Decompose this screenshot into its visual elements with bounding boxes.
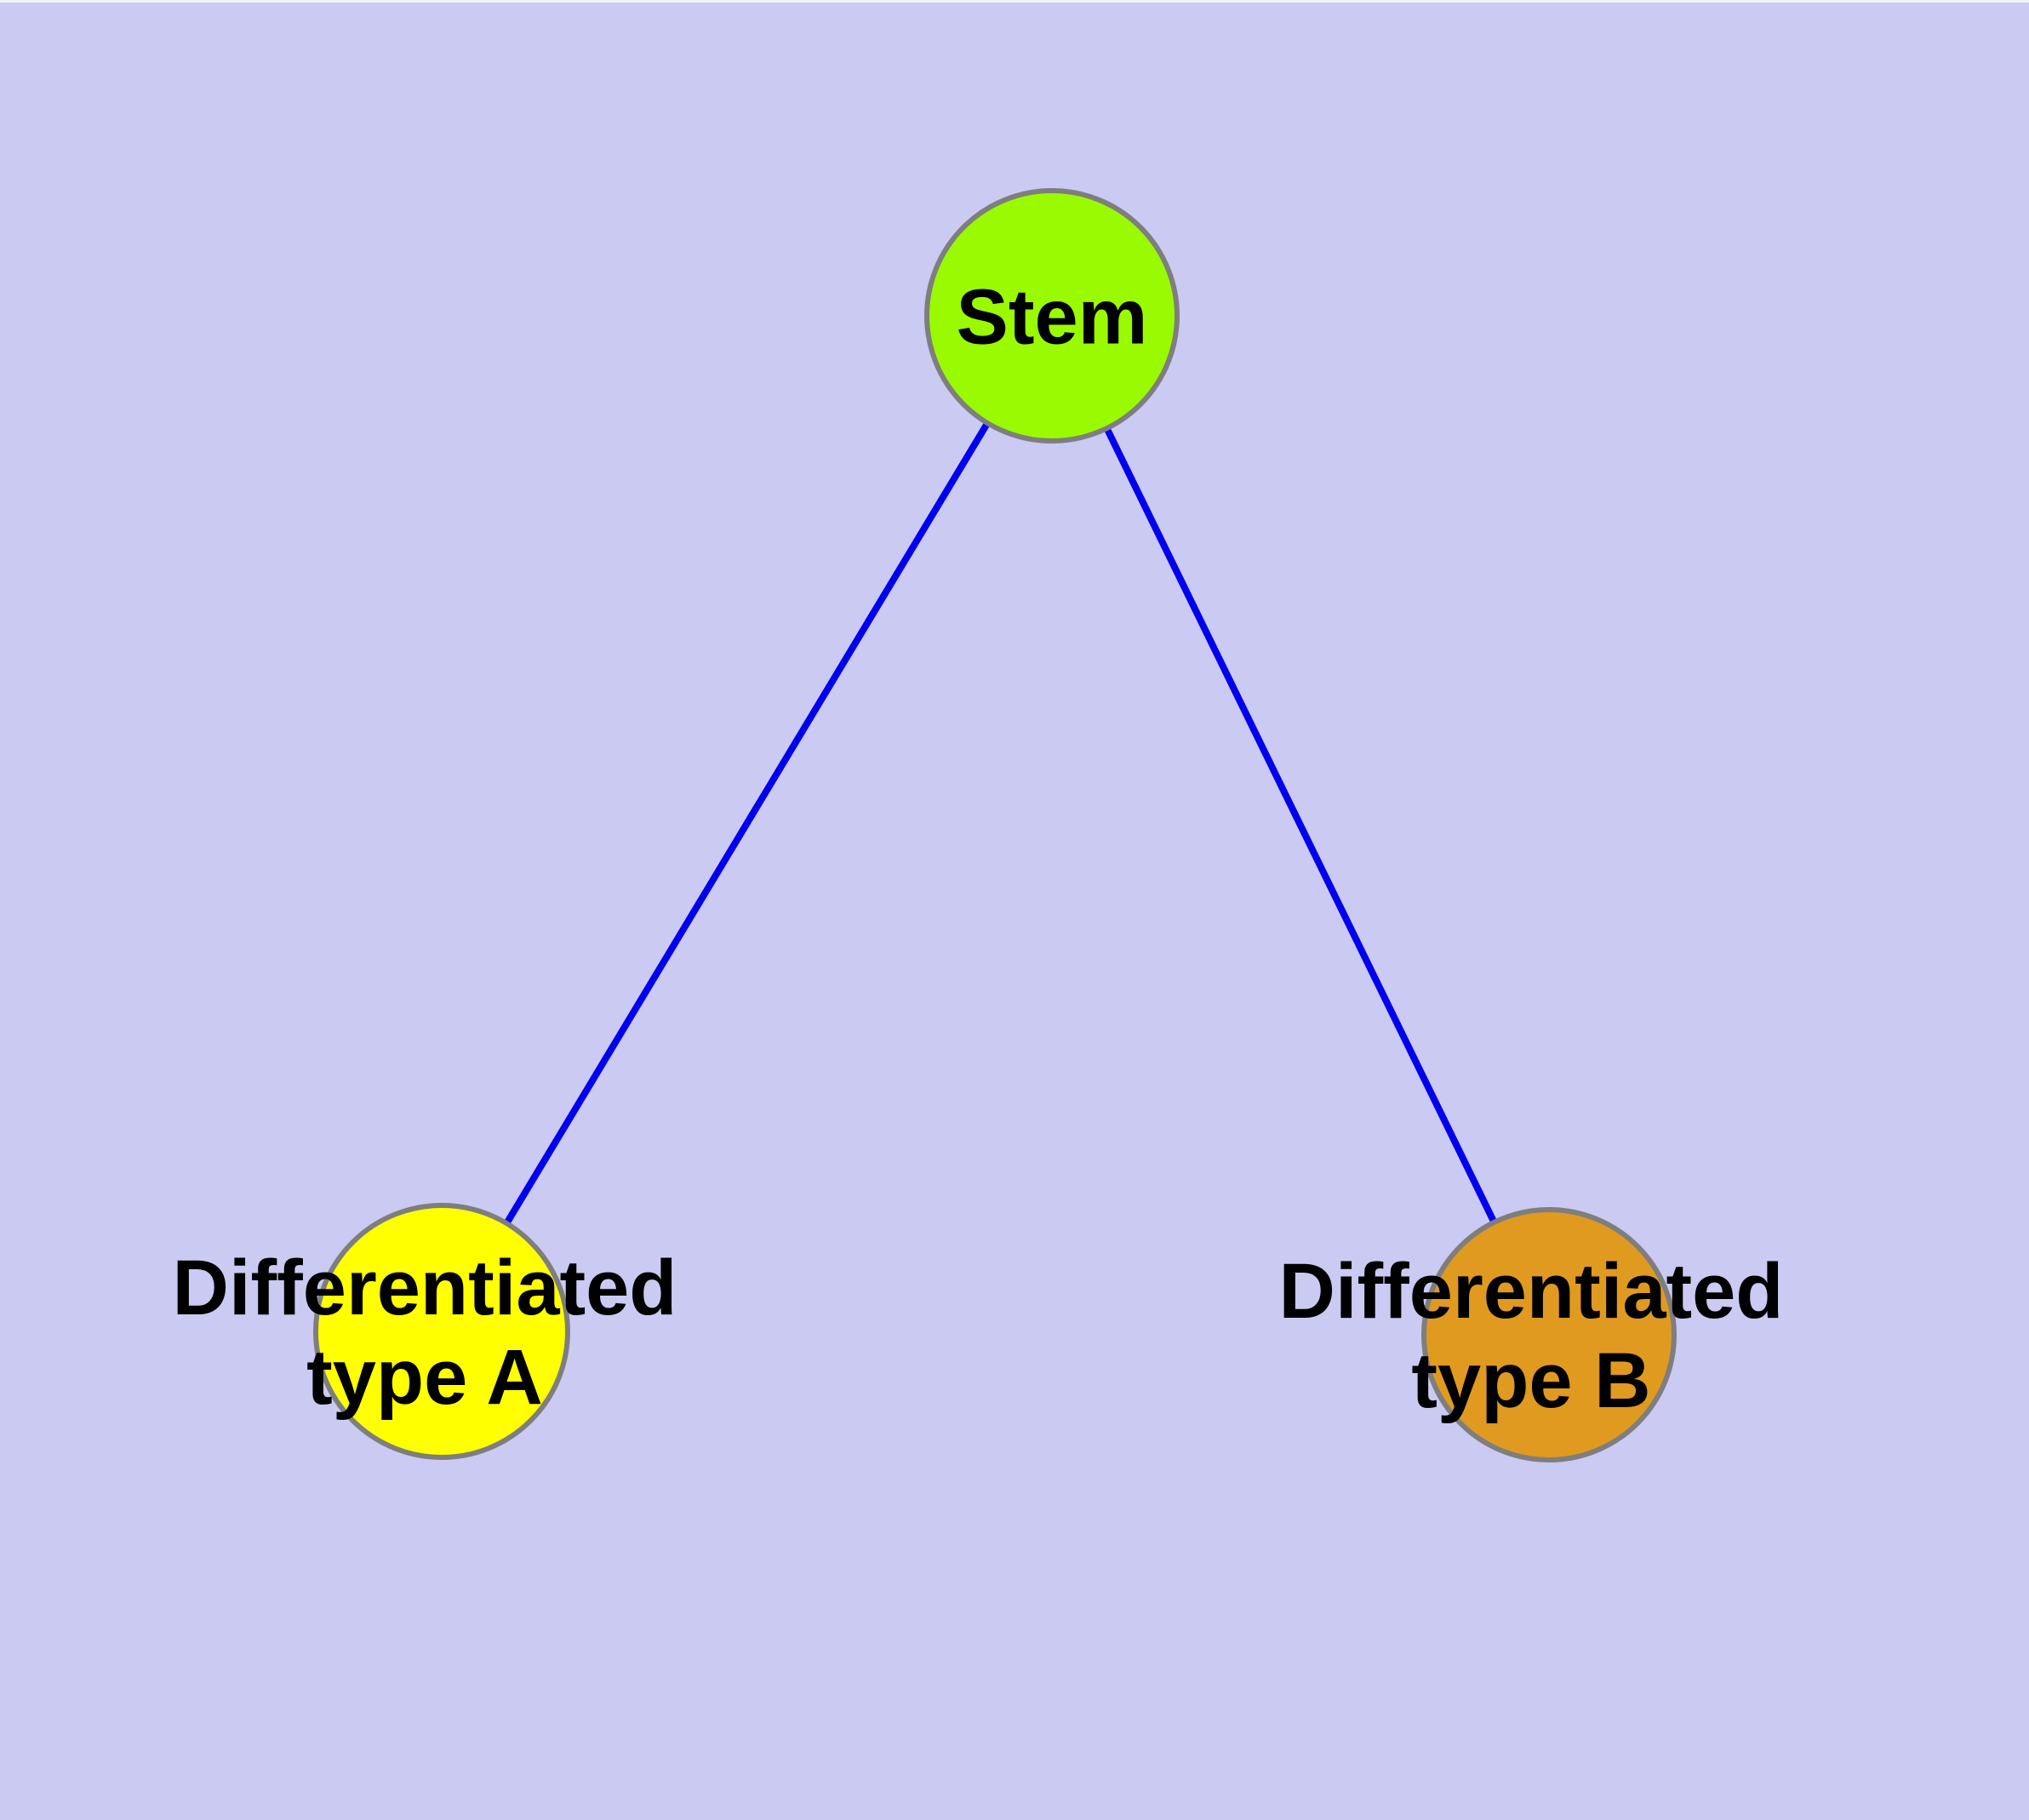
edge-stem-to-type-b [1049, 314, 1552, 1336]
node-stem [924, 188, 1180, 444]
node-stem-label: Stem [956, 273, 1148, 361]
top-edge-highlight [0, 0, 2029, 3]
node-differentiated-type-a [313, 1203, 570, 1460]
edge-stem-to-type-a [438, 313, 1055, 1334]
node-differentiated-type-b [1421, 1207, 1677, 1462]
node-differentiated-type-b-label: Differentiated type B [1278, 1248, 1784, 1424]
node-differentiated-type-a-label: Differentiated type A [172, 1245, 677, 1421]
